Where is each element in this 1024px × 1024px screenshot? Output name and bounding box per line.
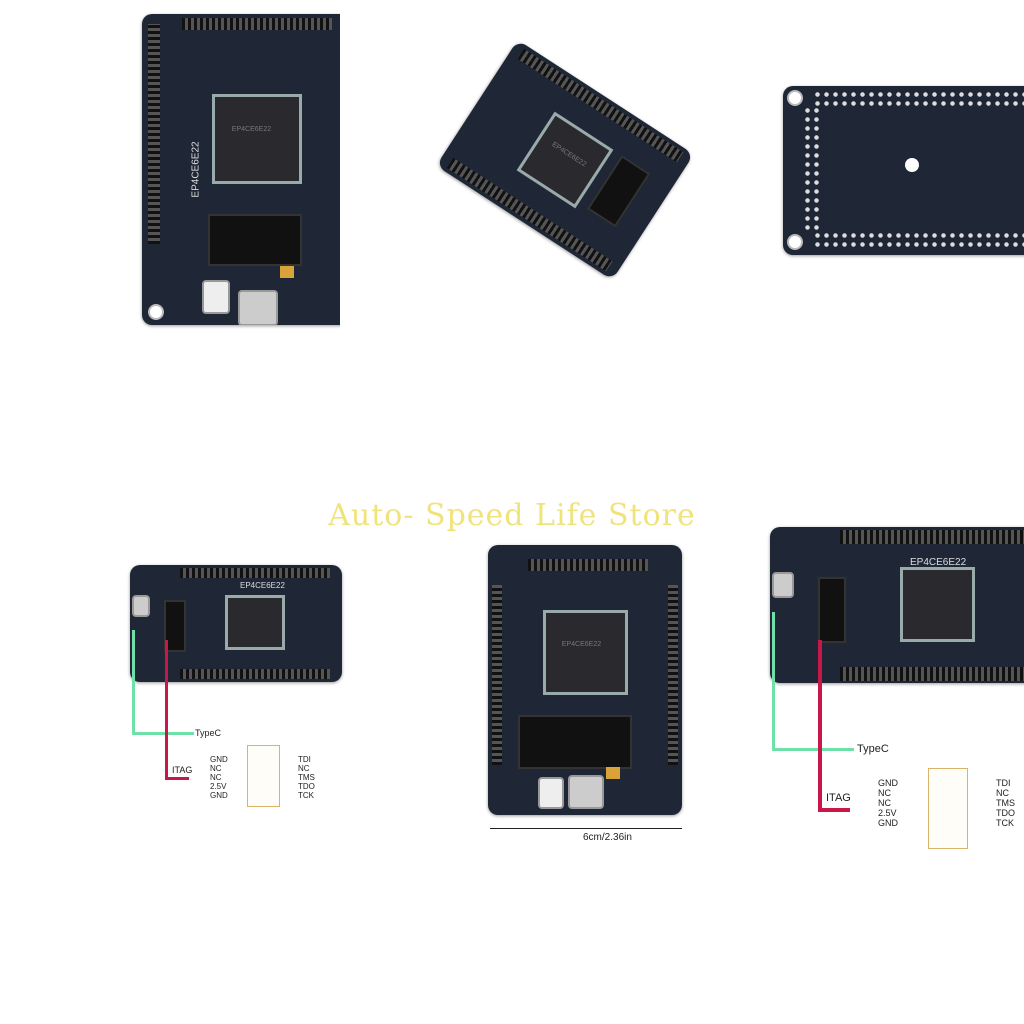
- store-watermark: Auto- Speed Life Store: [328, 498, 696, 533]
- board-wiring-photo-large: EP4CE6E22: [770, 527, 1024, 683]
- board-model-silkscreen: EP4CE6E22: [190, 141, 202, 198]
- board-angled-photo: EP4CE6E22: [436, 39, 694, 281]
- jtag-header: [208, 214, 302, 266]
- board-front-photo: EP4CE6E22 EP4CE6E22: [142, 14, 352, 325]
- board-dimension-photo: EP4CE6E22: [488, 545, 682, 815]
- board-back-photo: [783, 86, 1024, 255]
- dimension-line: [490, 828, 682, 829]
- usb-typec-port: [238, 290, 278, 325]
- jtag-label: ITAG: [172, 765, 193, 775]
- board-wiring-photo-small: EP4CE6E22: [130, 565, 342, 682]
- dimension-label: 6cm/2.36in: [583, 832, 632, 843]
- jtag-connector-diagram: [247, 745, 280, 807]
- jtag-connector-diagram-large: [928, 768, 968, 849]
- typec-label: TypeC: [195, 728, 222, 738]
